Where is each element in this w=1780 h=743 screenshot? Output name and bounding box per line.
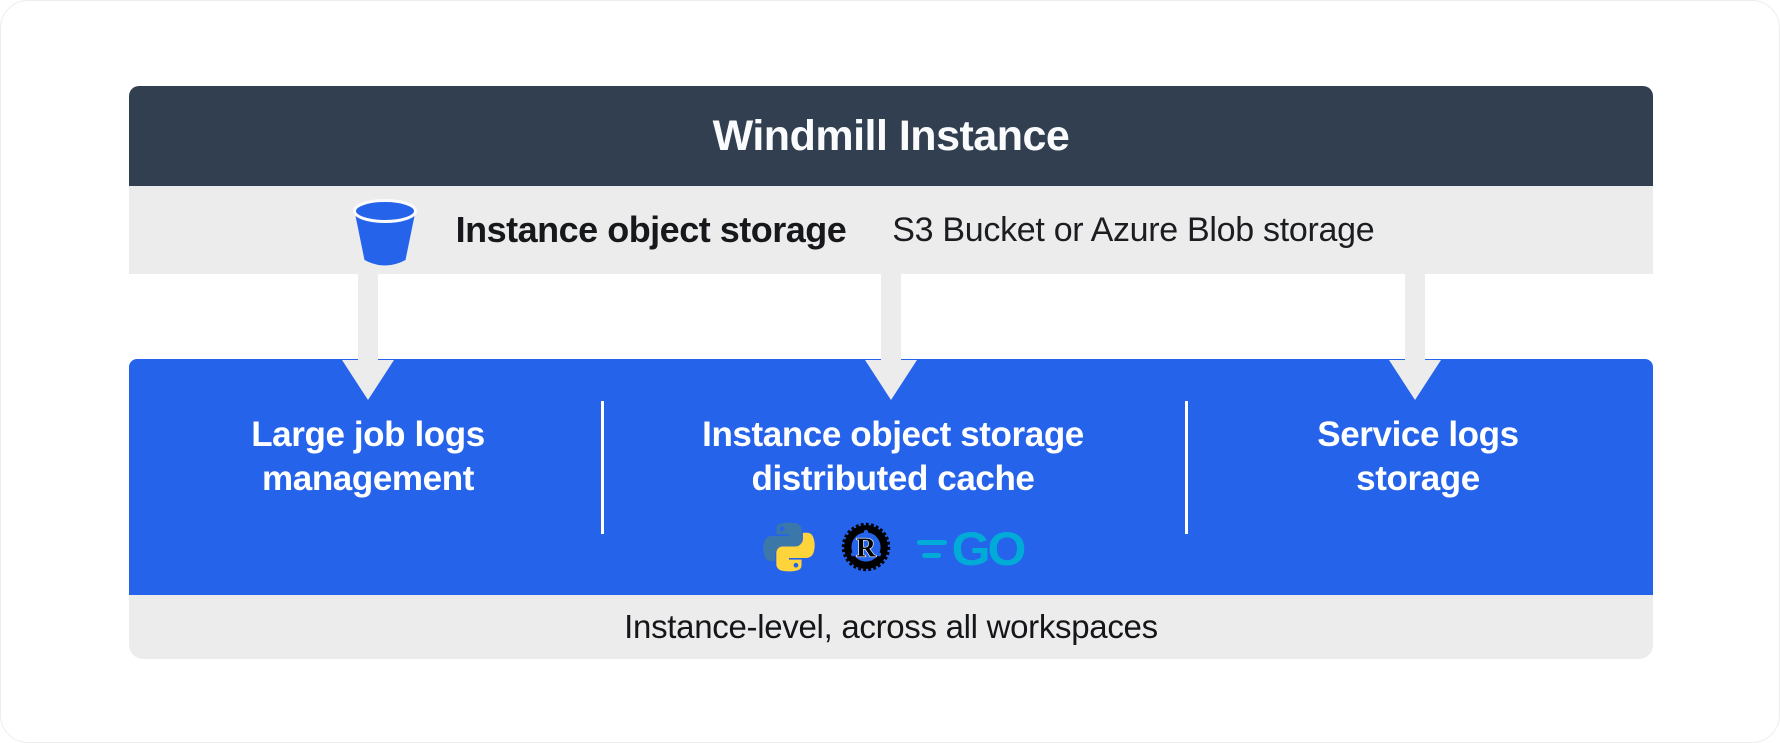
language-icons-row: R GO: [633, 517, 1153, 581]
object-storage-subtitle: S3 Bucket or Azure Blob storage: [892, 210, 1375, 249]
go-speed-lines: [916, 540, 947, 558]
feature-label-line: storage: [1356, 459, 1480, 498]
feature-label-line: Instance object storage: [702, 415, 1084, 454]
python-icon: [762, 521, 815, 578]
feature-label-line: Service logs: [1317, 415, 1519, 454]
footer-scope-bar: Instance-level, across all workspaces: [129, 595, 1653, 659]
svg-text:R: R: [856, 532, 876, 562]
footer-label: Instance-level, across all workspaces: [624, 608, 1158, 645]
bucket-icon: [352, 198, 418, 270]
go-icon: GO: [916, 522, 1027, 576]
down-arrow-icon: [342, 274, 394, 400]
feature-label-line: Large job logs: [251, 415, 485, 454]
down-arrow-icon: [865, 274, 917, 400]
windmill-instance-header: Windmill Instance: [129, 86, 1653, 186]
object-storage-bar: Instance object storage S3 Bucket or Azu…: [129, 186, 1653, 274]
diagram-title: Windmill Instance: [712, 111, 1070, 160]
panel-divider: [601, 401, 604, 534]
go-logo-text: GO: [951, 522, 1027, 576]
panel-divider: [1185, 401, 1188, 534]
feature-large-job-logs: Large job logs management: [168, 413, 568, 501]
down-arrow-icon: [1389, 274, 1441, 400]
feature-service-logs: Service logs storage: [1218, 413, 1618, 501]
feature-label-line: management: [262, 459, 474, 498]
feature-label-line: distributed cache: [751, 459, 1035, 498]
rust-icon: R: [841, 522, 891, 577]
object-storage-title: Instance object storage: [455, 209, 847, 250]
feature-distributed-cache: Instance object storage distributed cach…: [633, 413, 1153, 501]
